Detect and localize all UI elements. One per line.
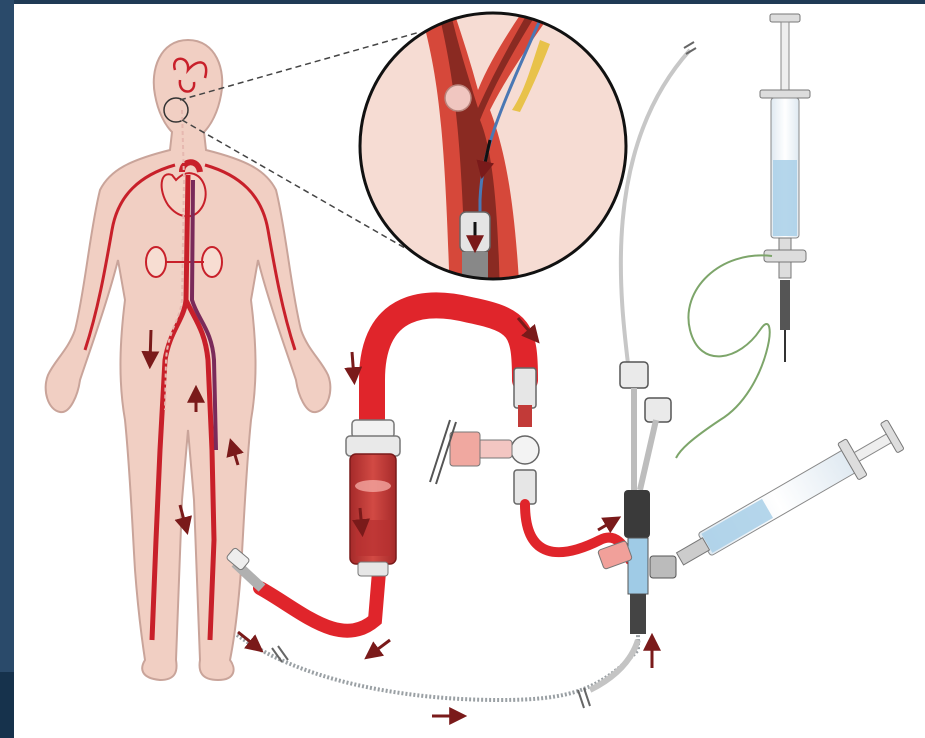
- three-way-stopcock: [430, 368, 539, 504]
- filter-canister: [346, 420, 400, 576]
- flush-syringe-right: [670, 416, 907, 577]
- flow-arrow: [370, 640, 390, 655]
- body-silhouette: [46, 40, 331, 680]
- flow-arrow: [238, 632, 258, 648]
- flow-arrow: [150, 330, 151, 362]
- guidewire: [676, 255, 772, 458]
- sheath-hub: [597, 362, 676, 634]
- human-body: [46, 40, 331, 680]
- break-mark-left: [272, 646, 288, 662]
- embolic-particle: [445, 85, 471, 111]
- gray-catheter-line: [621, 50, 690, 380]
- flow-arrow: [352, 352, 354, 378]
- right-kidney: [202, 247, 222, 277]
- flow-arrow: [598, 520, 615, 530]
- carotid-inset: [360, 0, 626, 312]
- flow-arrow: [360, 508, 362, 530]
- left-kidney: [146, 247, 166, 277]
- break-mark-bottom: [578, 688, 590, 708]
- catheter-line-solid: [590, 640, 638, 690]
- upper-red-tube: [372, 305, 525, 430]
- flush-syringe-top: [760, 14, 810, 362]
